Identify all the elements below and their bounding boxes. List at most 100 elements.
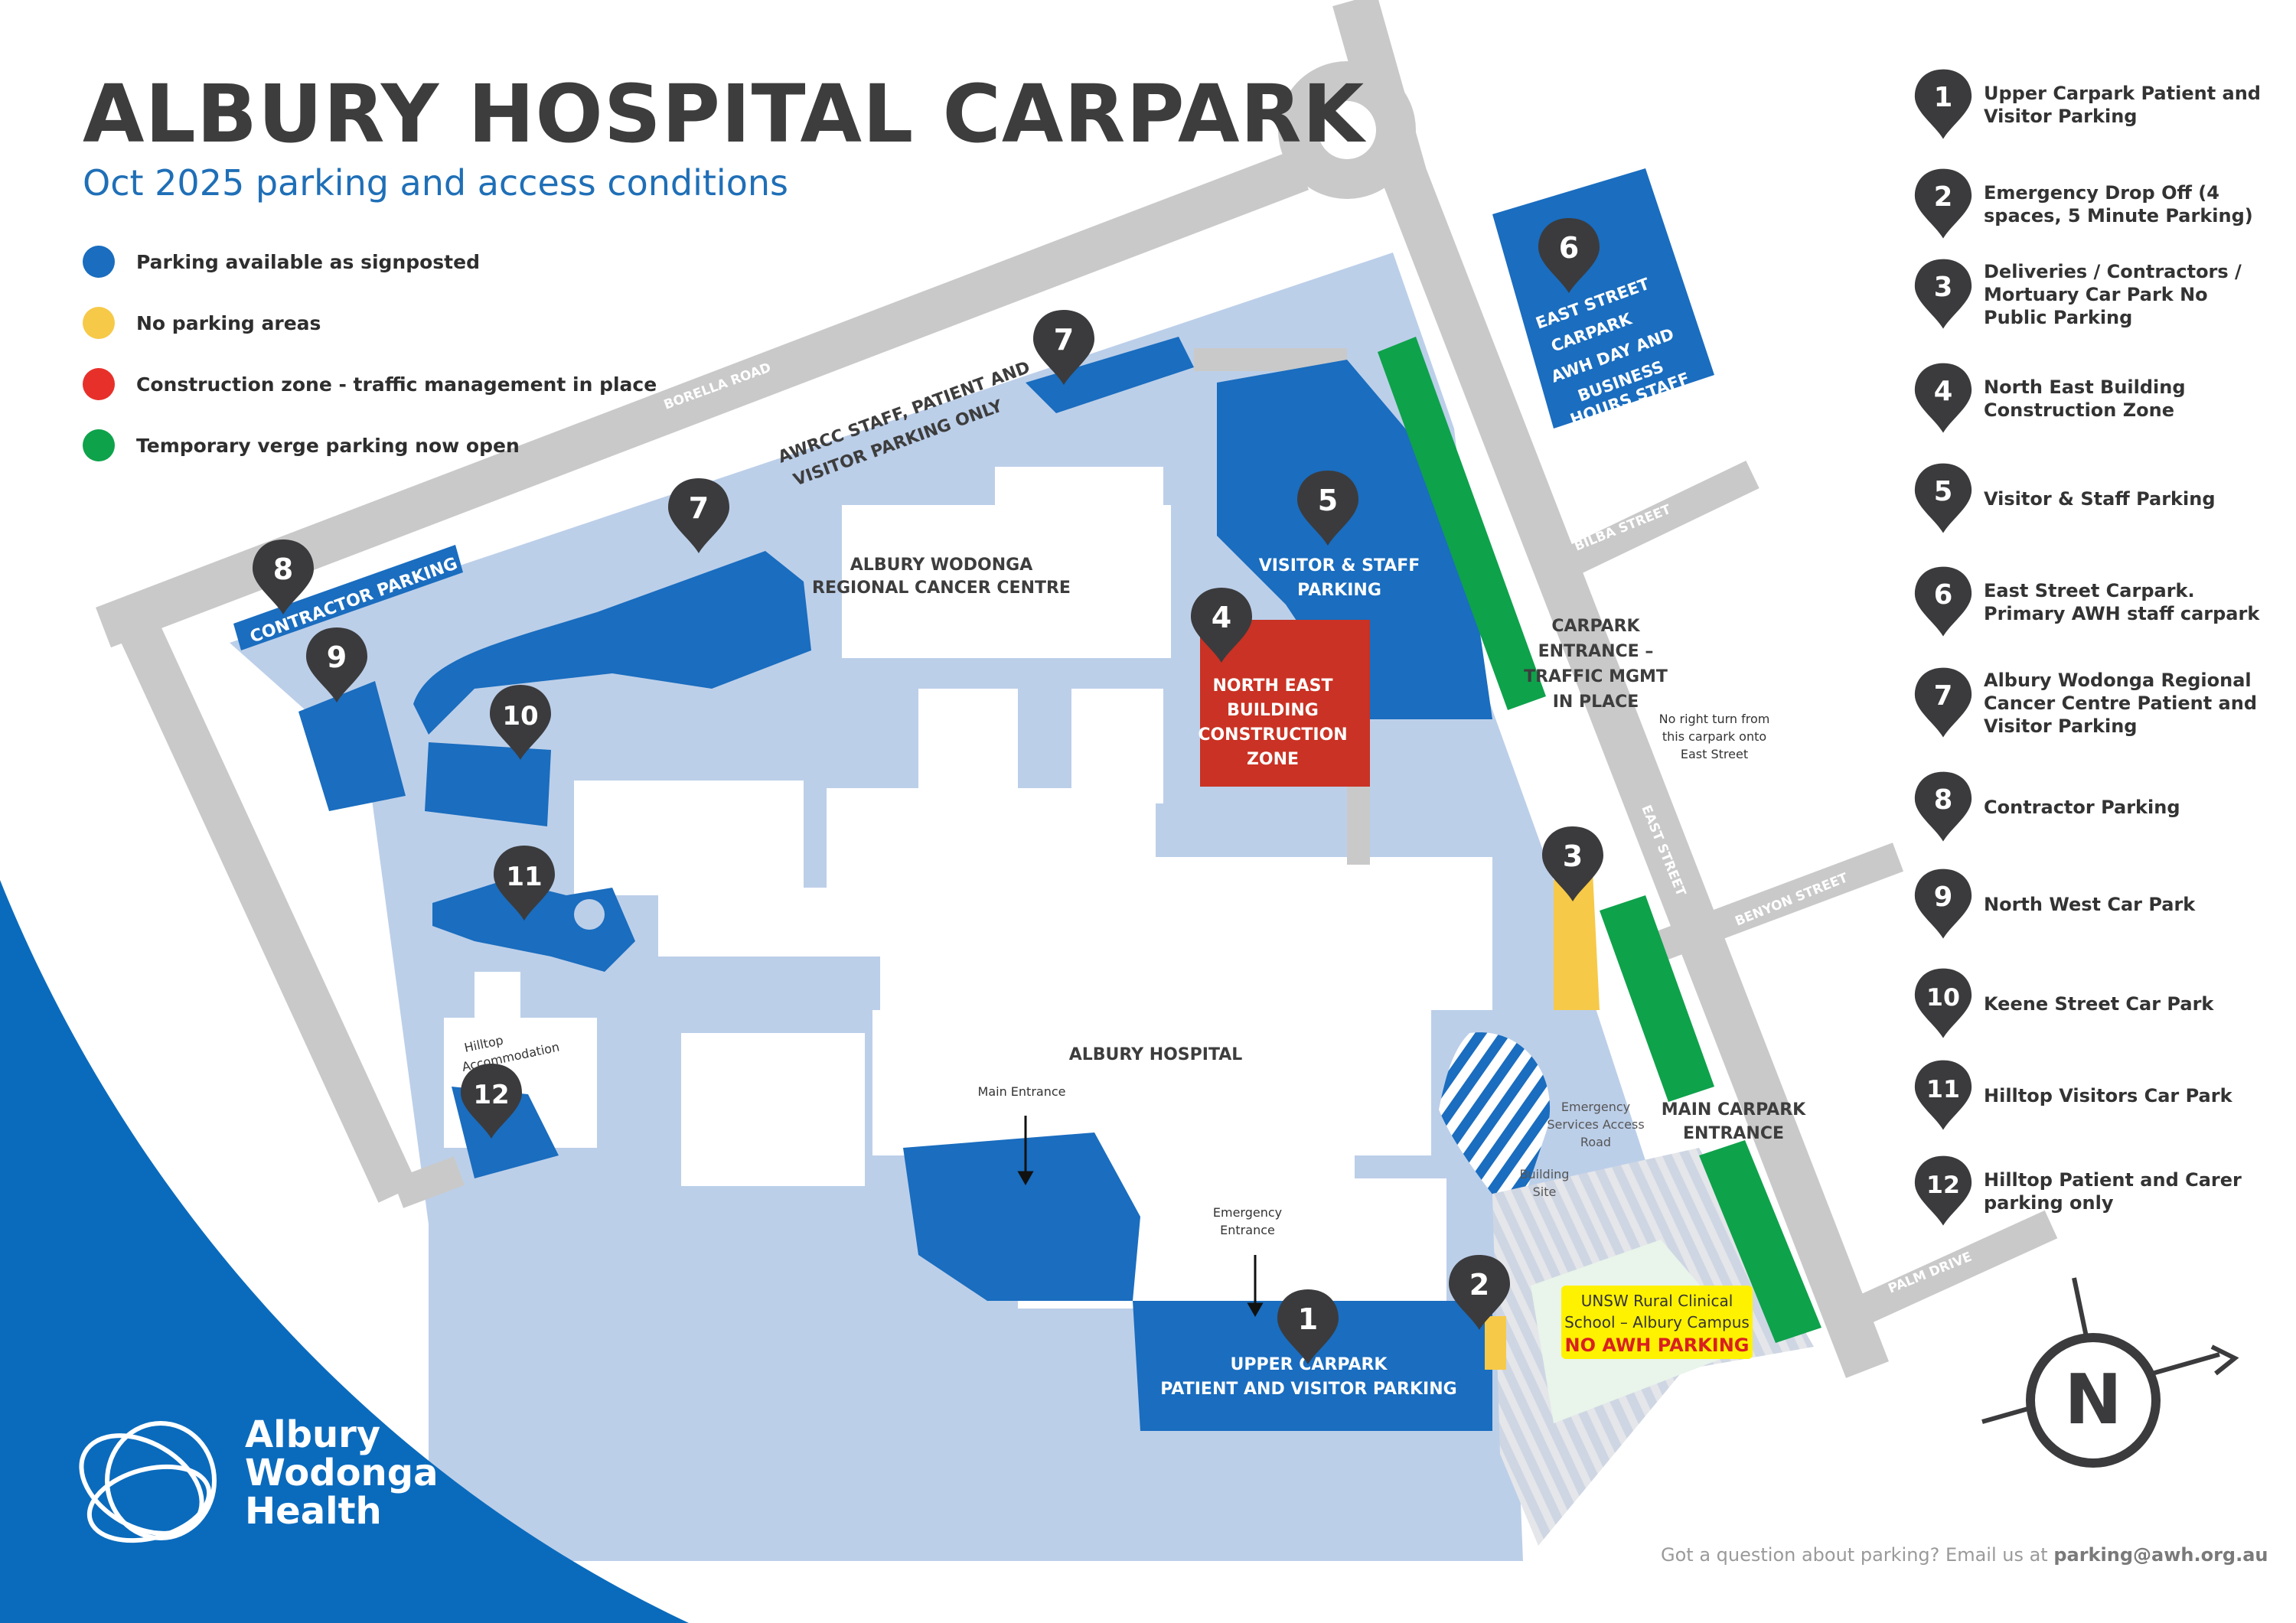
parking-5 — [1217, 360, 1492, 719]
svg-text:10: 10 — [502, 701, 538, 732]
key-item-7: 7 Albury Wodonga Regional Cancer Centre P… — [1913, 666, 2273, 741]
legend-item: No parking areas — [83, 307, 657, 339]
legend-item: Temporary verge parking now open — [83, 429, 657, 461]
page-title: ALBURY HOSPITAL CARPARK — [83, 67, 1365, 161]
svg-text:4: 4 — [1212, 601, 1231, 634]
no-parking-2 — [1485, 1316, 1506, 1370]
key-number: 7 — [1934, 680, 1953, 712]
key-pin-icon: 7 — [1914, 667, 1972, 738]
key-pin-icon: 2 — [1914, 168, 1972, 239]
key-item-3: 3 Deliveries / Contractors / Mortuary Car… — [1913, 257, 2273, 332]
label-esar-1: Emergency — [1561, 1100, 1630, 1114]
label-entrance-3: TRAFFIC MGMT — [1524, 667, 1668, 686]
pin-6: 6 — [1538, 218, 1600, 293]
legend-swatch — [83, 368, 115, 400]
no-parking-3 — [1554, 857, 1600, 1010]
key-number: 5 — [1934, 476, 1953, 507]
key-label: Deliveries / Contractors / Mortuary Car … — [1984, 261, 2242, 328]
verge-parking-north — [1378, 337, 1546, 710]
label-cancer-1: ALBURY WODONGA — [850, 556, 1032, 575]
legend-swatch — [83, 307, 115, 339]
legend-item: Construction zone - traffic management i… — [83, 368, 657, 400]
key-number: 10 — [1926, 984, 1960, 1012]
pin-4: 4 — [1191, 588, 1252, 663]
footer-email-link[interactable]: parking@awh.org.au — [2053, 1544, 2268, 1566]
key-number: 11 — [1926, 1076, 1960, 1103]
label-esar-3: Road — [1580, 1135, 1611, 1149]
key-label: Contractor Parking — [1984, 797, 2180, 818]
brand-line-3: Health — [245, 1490, 382, 1533]
svg-text:5: 5 — [1318, 484, 1338, 517]
label-entrance-4: IN PLACE — [1553, 693, 1639, 712]
pin-7-east: 7 — [1033, 310, 1094, 385]
legend-label: Construction zone - traffic management i… — [136, 373, 657, 396]
key-label: Albury Wodonga Regional Cancer Centre Pa… — [1984, 670, 2257, 737]
svg-text:N: N — [2064, 1360, 2122, 1440]
svg-text:7: 7 — [1054, 323, 1074, 357]
label-construction-1: NORTH EAST — [1212, 676, 1332, 696]
key-pin-icon: 9 — [1914, 869, 1972, 939]
parking-8 — [233, 545, 463, 650]
label-visitor-2: PARKING — [1297, 581, 1381, 600]
pin-7-west: 7 — [668, 478, 729, 553]
label-site-2: Site — [1533, 1185, 1557, 1199]
key-label: Upper Carpark Patient and Visitor Parkin… — [1984, 83, 2261, 127]
legend-item: Parking available as signposted — [83, 246, 657, 278]
key-pin-icon: 11 — [1914, 1060, 1972, 1130]
key-pin-icon: 5 — [1914, 463, 1972, 533]
svg-text:6: 6 — [1559, 231, 1579, 265]
label-construction-2: BUILDING — [1227, 701, 1319, 720]
key-item-5: 5 Visitor & Staff Parking — [1913, 461, 2273, 536]
road-benyon — [1647, 842, 1904, 963]
parking-10 — [425, 742, 551, 826]
pin-2: 2 — [1449, 1255, 1510, 1330]
key-number: 4 — [1934, 376, 1953, 407]
parking-7-east — [1026, 337, 1194, 413]
label-entrance-2: ENTRANCE – — [1538, 642, 1654, 661]
label-emergency-2: Entrance — [1220, 1223, 1275, 1237]
verge-parking-middle — [1600, 895, 1714, 1102]
label-unsw-3: NO AWH PARKING — [1564, 1335, 1749, 1356]
label-entrance-1: CARPARK — [1551, 617, 1640, 636]
footer-contact: Got a question about parking? Email us a… — [1661, 1544, 2268, 1566]
road-palm — [1826, 1210, 2058, 1338]
key-item-12: 12 Hilltop Patient and Carer parking only — [1913, 1154, 2273, 1229]
key-pin-icon: 12 — [1914, 1155, 1972, 1226]
key-label: Hilltop Patient and Carer parking only — [1984, 1169, 2242, 1214]
key-pin-icon: 8 — [1914, 771, 1972, 842]
label-construction-3: CONSTRUCTION — [1198, 725, 1347, 745]
legend-label: Temporary verge parking now open — [136, 434, 520, 457]
svg-text:2: 2 — [1469, 1268, 1489, 1302]
road-south-connector — [392, 1156, 465, 1208]
label-esar-2: Services Access — [1547, 1117, 1644, 1132]
key-number: 3 — [1934, 272, 1953, 303]
verge-parking-south — [1699, 1140, 1821, 1343]
svg-text:12: 12 — [473, 1080, 509, 1110]
label-unsw-1: UNSW Rural Clinical — [1581, 1292, 1733, 1310]
label-noright-3: East Street — [1681, 747, 1748, 761]
key-pin-icon: 10 — [1914, 968, 1972, 1038]
brand-corner — [0, 880, 689, 1623]
road-east-upper — [1332, 0, 1889, 1378]
key-label: Visitor & Staff Parking — [1984, 488, 2216, 510]
building-site — [1439, 1032, 1551, 1224]
pin-3: 3 — [1542, 826, 1603, 901]
page-subtitle: Oct 2025 parking and access conditions — [83, 162, 788, 204]
key-label: East Street Carpark. Primary AWH staff c… — [1984, 580, 2260, 624]
svg-text:8: 8 — [273, 552, 293, 586]
svg-text:1: 1 — [1298, 1302, 1318, 1336]
pin-9: 9 — [306, 627, 367, 702]
label-main-entrance: Main Entrance — [978, 1084, 1066, 1099]
parking-7-west — [413, 551, 811, 735]
key-item-11: 11 Hilltop Visitors Car Park — [1913, 1058, 2273, 1133]
svg-text:3: 3 — [1563, 839, 1583, 873]
label-unsw-2: School – Albury Campus — [1564, 1313, 1750, 1331]
key-label: Hilltop Visitors Car Park — [1984, 1085, 2232, 1106]
legend-label: Parking available as signposted — [136, 250, 480, 273]
label-maincarpark-1: MAIN CARPARK — [1662, 1100, 1806, 1119]
label-site-1: Building — [1520, 1167, 1570, 1181]
compass-icon: N — [1981, 1277, 2239, 1468]
